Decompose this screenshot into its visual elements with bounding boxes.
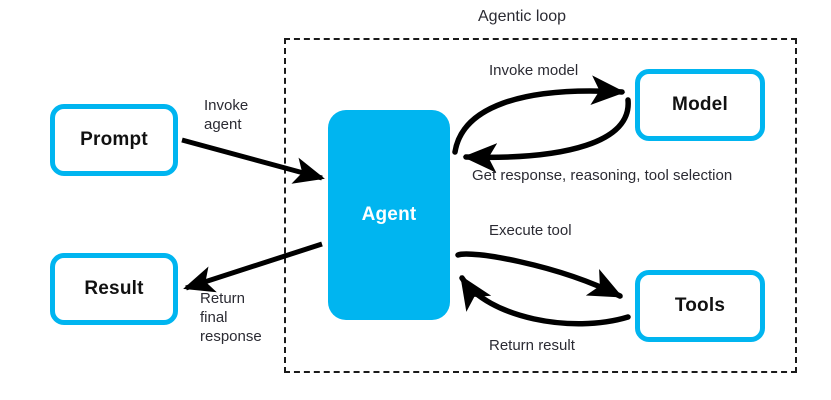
arrow-agent-to-tools	[455, 251, 623, 299]
agentic-loop-title: Agentic loop	[478, 8, 567, 25]
edge-label-invoke-agent: Invoke agent	[204, 97, 249, 133]
node-result[interactable]: Result	[50, 253, 178, 325]
arrow-agent-to-model	[452, 75, 626, 155]
arrow-tools-to-agent	[459, 275, 631, 327]
arrow-agent-to-result	[183, 241, 323, 293]
node-agent-label: Agent	[361, 204, 417, 225]
edge-label-invoke-model: Invoke model	[489, 62, 579, 79]
node-result-label: Result	[84, 278, 144, 299]
edge-label-execute-tool: Execute tool	[489, 222, 572, 239]
node-prompt-label: Prompt	[80, 129, 148, 150]
node-model-label: Model	[672, 94, 728, 115]
arrow-prompt-to-agent	[181, 137, 325, 184]
edge-label-return-result: Return result	[489, 337, 575, 354]
node-agent[interactable]: Agent	[328, 110, 450, 320]
node-tools-label: Tools	[674, 295, 726, 316]
node-prompt[interactable]: Prompt	[50, 104, 178, 176]
arrow-model-to-agent	[462, 97, 631, 173]
node-tools[interactable]: Tools	[635, 270, 765, 342]
node-model[interactable]: Model	[635, 69, 765, 141]
edge-label-get-response: Get response, reasoning, tool selection	[472, 167, 733, 184]
edge-label-return-final-response: Return final response	[200, 290, 262, 345]
